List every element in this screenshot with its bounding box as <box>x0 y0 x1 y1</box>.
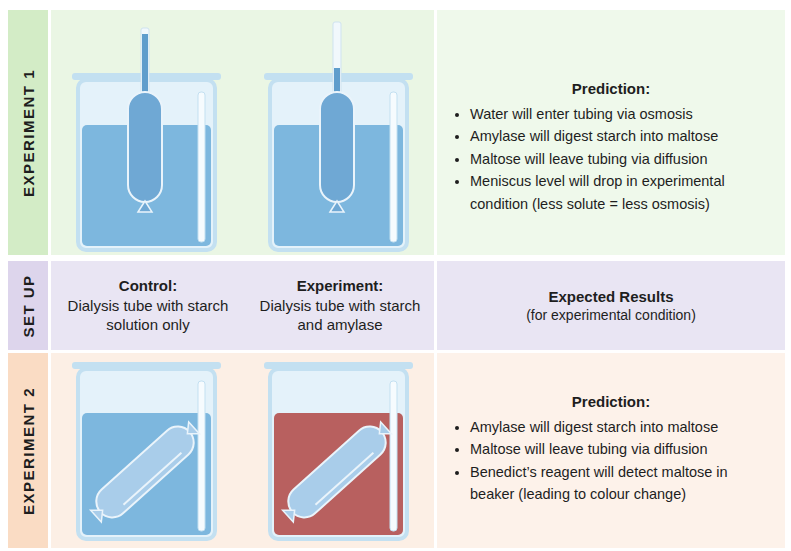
setup-cell: Control:Dialysis tube with starch soluti… <box>55 261 241 350</box>
beaker <box>72 28 221 250</box>
beaker <box>264 362 413 539</box>
row-label-band: EXPERIMENT 2 <box>8 353 48 548</box>
setup-cell: Expected Results(for experimental condit… <box>437 261 785 350</box>
bullet-point: Maltose will leave tubing via diffusion <box>470 438 772 460</box>
cell-content: Control:Dialysis tube with starch soluti… <box>55 261 241 350</box>
prediction-panel: Prediction: Water will enter tubing via o… <box>437 10 785 255</box>
cell-description: Dialysis tube with starch and amylase <box>252 296 428 335</box>
row-ground <box>437 10 785 255</box>
cell-heading: Experiment: <box>297 276 384 296</box>
row-ground <box>51 10 434 255</box>
row-ground <box>437 353 785 548</box>
panel-heading: Prediction: <box>437 80 785 97</box>
setup-cell: Experiment:Dialysis tube with starch and… <box>247 261 433 350</box>
bullet-point: Maltose will leave tubing via diffusion <box>470 148 772 170</box>
cell-description: (for experimental condition) <box>526 306 696 324</box>
cell-content: Expected Results(for experimental condit… <box>437 261 785 350</box>
row-label-band: EXPERIMENT 1 <box>8 10 48 255</box>
prediction-panel: Prediction: Amylase will digest starch in… <box>437 353 785 548</box>
row-ground <box>51 353 434 548</box>
bullet-point: Amylase will digest starch into maltose <box>470 416 772 438</box>
row-label: EXPERIMENT 1 <box>20 68 37 196</box>
bullet-point: Meniscus level will drop in experimental… <box>470 170 772 215</box>
row-band <box>8 10 48 255</box>
bullet-point: Water will enter tubing via osmosis <box>470 103 772 125</box>
beaker <box>72 362 221 539</box>
cell-heading: Control: <box>119 276 177 296</box>
bullet-list: Amylase will digest starch into maltoseM… <box>450 416 772 506</box>
cell-description: Dialysis tube with starch solution only <box>60 296 236 335</box>
bullet-list: Water will enter tubing via osmosisAmyla… <box>450 103 772 215</box>
bullet-point: Benedict’s reagent will detect maltose i… <box>470 461 772 506</box>
cell-heading: Expected Results <box>548 287 673 307</box>
row-label-band: SET UP <box>8 261 48 350</box>
row-ground <box>437 261 785 350</box>
cell-content: Experiment:Dialysis tube with starch and… <box>247 261 433 350</box>
row-band <box>8 261 48 350</box>
beaker <box>264 22 413 250</box>
row-label: EXPERIMENT 2 <box>20 386 37 514</box>
panel-heading: Prediction: <box>437 393 785 410</box>
row-label: SET UP <box>20 274 37 337</box>
row-ground <box>51 261 434 350</box>
row-band <box>8 353 48 548</box>
bullet-point: Amylase will digest starch into maltose <box>470 125 772 147</box>
